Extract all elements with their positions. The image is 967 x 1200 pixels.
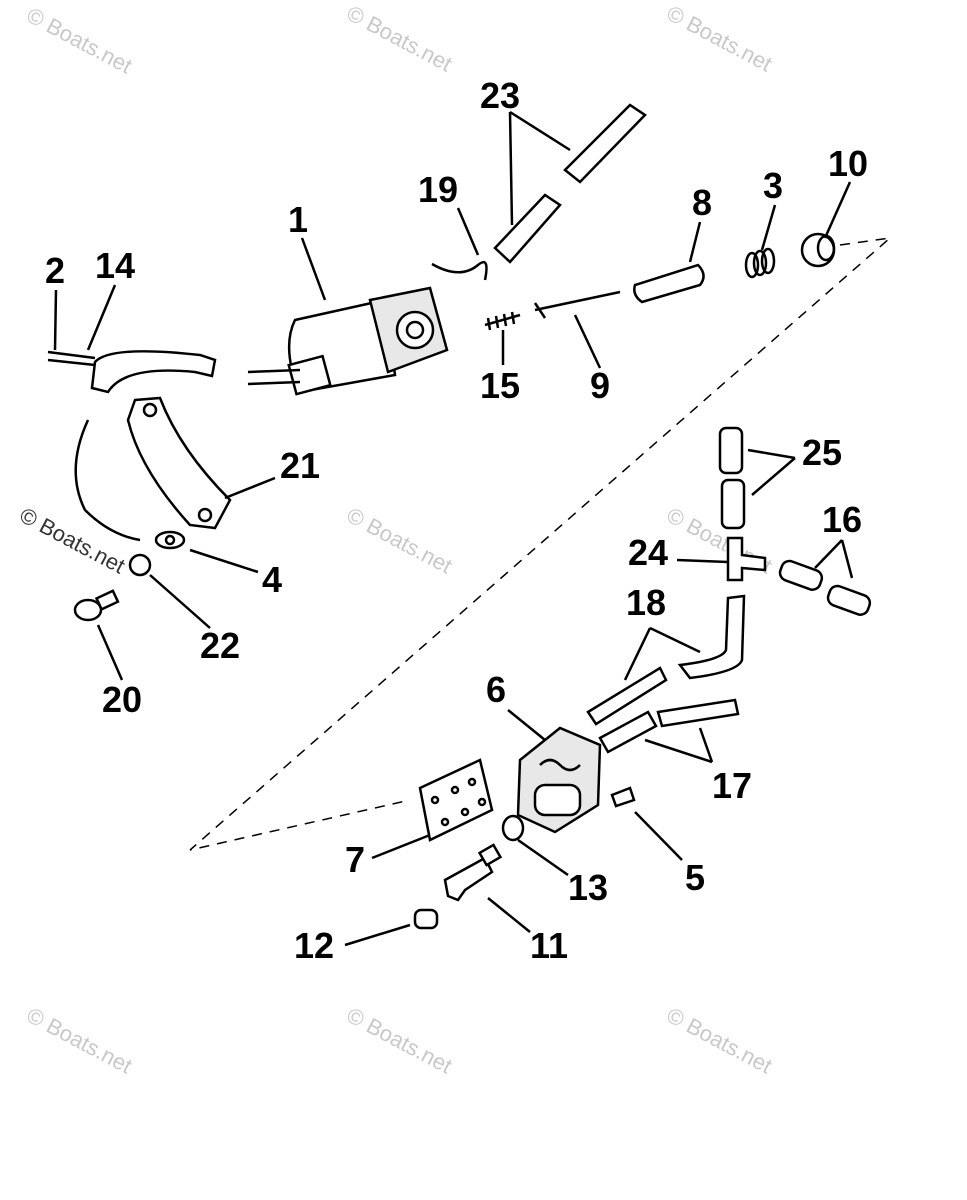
- watermark: © Boats.net: [663, 0, 777, 76]
- fitting-part-11: [443, 843, 503, 902]
- label-11: 11: [530, 925, 568, 966]
- ground-wire-part-4: [74, 419, 186, 550]
- label-2: 2: [45, 250, 65, 291]
- label-9: 9: [590, 365, 610, 406]
- tee-fitting-part-24: [726, 536, 767, 582]
- label-16: 16: [822, 499, 862, 540]
- label-6: 6: [486, 669, 506, 710]
- watermark: © Boats.net: [343, 1002, 457, 1078]
- label-23: 23: [480, 75, 520, 116]
- sleeve-part-8: [633, 263, 705, 304]
- hoses-part-17: [598, 698, 740, 754]
- part-labels: 1 2 14 19 23 8 3 10 15 9 21 4 22 20 25 1…: [45, 75, 868, 966]
- label-19: 19: [418, 169, 458, 210]
- lock-washer-part-22: [128, 553, 152, 577]
- label-8: 8: [692, 182, 712, 223]
- spring-part-15: [484, 311, 521, 331]
- hoses-part-18: [586, 594, 746, 726]
- spring-clip-part-19: [431, 260, 488, 281]
- label-4: 4: [262, 559, 282, 600]
- pin-part-9: [533, 290, 621, 319]
- hoses-part-23: [493, 103, 647, 264]
- spring-part-3: [744, 247, 776, 279]
- label-14: 14: [95, 245, 135, 286]
- gasket-part-7: [418, 758, 494, 842]
- watermark-dark: © Boats.net: [16, 502, 130, 578]
- leader-lines: [53, 110, 854, 947]
- fuel-pump-part-6: [516, 726, 602, 834]
- label-7: 7: [345, 839, 365, 880]
- label-1: 1: [288, 199, 308, 240]
- screw-part-20: [73, 589, 120, 622]
- motor-part-1: [247, 286, 449, 396]
- label-25: 25: [802, 432, 842, 473]
- label-17: 17: [712, 765, 752, 806]
- watermark: © Boats.net: [23, 2, 137, 78]
- label-22: 22: [200, 625, 240, 666]
- label-10: 10: [828, 143, 868, 184]
- watermark: © Boats.net: [663, 1002, 777, 1078]
- label-24: 24: [628, 532, 668, 573]
- label-15: 15: [480, 365, 520, 406]
- dashed-guide-lines: [189, 236, 893, 851]
- hoses-part-16: [778, 559, 872, 616]
- clamp-part-21: [126, 396, 232, 530]
- watermark: © Boats.net: [343, 0, 457, 76]
- label-3: 3: [763, 165, 783, 206]
- watermark: © Boats.net: [343, 502, 457, 578]
- nut-part-10: [800, 232, 836, 268]
- label-5: 5: [685, 857, 705, 898]
- washer-part-13: [501, 814, 525, 842]
- hoses-part-25: [718, 426, 746, 530]
- cap-part-12: [413, 908, 439, 930]
- screw-part-5: [610, 786, 636, 808]
- label-13: 13: [568, 867, 608, 908]
- label-18: 18: [626, 582, 666, 623]
- label-20: 20: [102, 679, 142, 720]
- label-21: 21: [280, 445, 320, 486]
- watermark: © Boats.net: [23, 1002, 137, 1078]
- wires-part-2-14: [47, 350, 217, 394]
- label-12: 12: [294, 925, 334, 966]
